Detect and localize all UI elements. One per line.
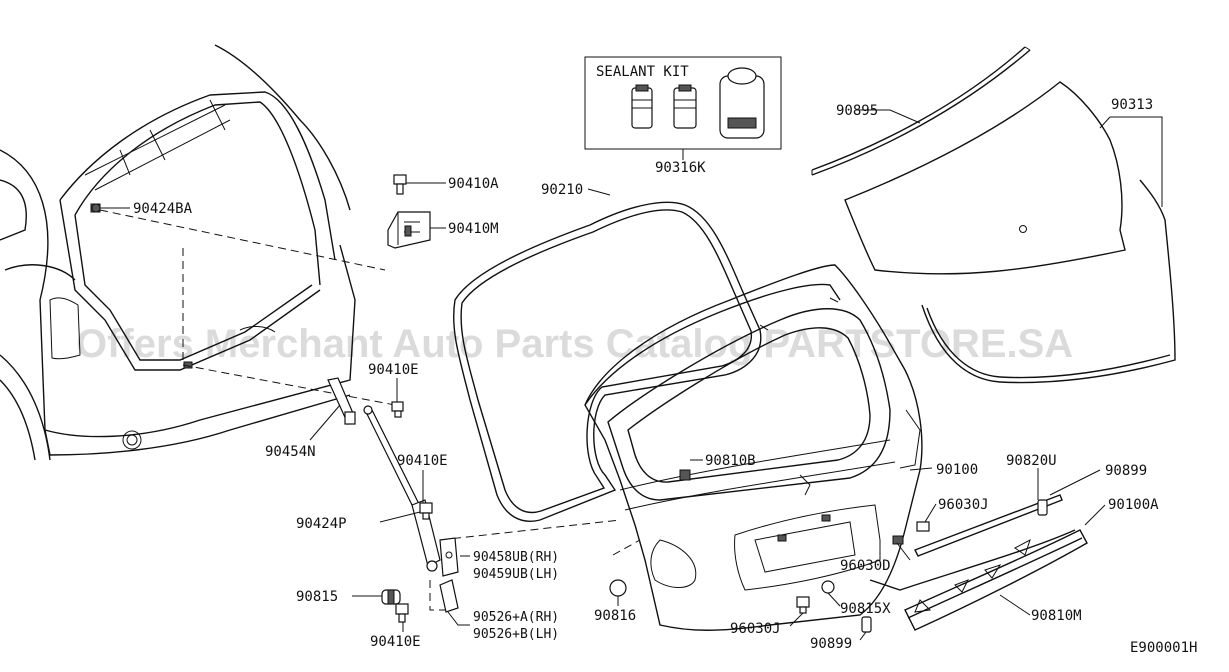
bolt-90410E-lower [395,603,409,623]
back-window-glass-90313 [844,81,1126,275]
sealant-cartridge-small-2 [673,84,697,129]
label-90526B: 90526+B(LH) [473,627,559,642]
label-90100A: 90100A [1108,497,1159,513]
stripe-90820U [914,494,1063,557]
bolt-90410E-upper [391,401,404,418]
label-90410E-middle: 90410E [397,453,448,469]
label-90810B: 90810B [705,453,756,469]
label-90410E-upper: 90410E [368,362,419,378]
bolt-90424BA [91,203,101,213]
bracket-90526 [439,579,459,613]
label-90410A: 90410A [448,176,499,192]
sealant-kit-box: SEALANT KIT [584,56,782,160]
callout-lines [100,109,1163,641]
plug-90816 [609,579,627,597]
dashed-leader-lines [99,209,641,611]
label-90899-lower: 90899 [810,636,852,652]
bolt-90410A [393,174,407,195]
label-90526A: 90526+A(RH) [473,610,559,625]
diagram-code: E900001H [1130,640,1197,656]
label-96030J-upper: 96030J [938,497,989,513]
label-96030D: 96030D [840,558,891,574]
label-90410M: 90410M [448,221,499,237]
stopper-90815 [381,589,401,605]
label-96030J-lower: 96030J [730,621,781,637]
label-90815: 90815 [296,589,338,605]
label-90458UB: 90458UB(RH) [473,550,559,565]
gas-strut-90424P [363,405,441,572]
sealant-cartridge-large [719,67,765,139]
label-90313: 90313 [1111,97,1153,113]
label-90899-upper: 90899 [1105,463,1147,479]
bracket-90454N [327,377,356,425]
nut-96030D [892,535,904,545]
label-90454N: 90454N [265,444,316,460]
label-90424BA: 90424BA [133,201,193,217]
hinge-90410M [387,211,431,249]
label-90100: 90100 [936,462,978,478]
finisher-90810M [869,529,1076,613]
bolt-96030J-lower [796,596,810,614]
dam-seal-90313 [921,179,1176,384]
label-90816: 90816 [594,608,636,624]
sealant-cartridge-small-1 [631,84,653,129]
label-90424P: 90424P [296,516,347,532]
clip-90899-lower [861,616,872,633]
bolt-96030J-upper [916,521,930,532]
label-90820U: 90820U [1006,453,1057,469]
back-door-90100 [584,264,923,631]
sealant-kit-title: SEALANT KIT [596,64,689,80]
label-90815X: 90815X [840,601,891,617]
part-labels: 90410A 90424BA 90410M 90210 90316K 90895… [133,97,1197,656]
label-90210: 90210 [541,182,583,198]
bracket-90458UB [439,537,459,577]
label-90895: 90895 [836,103,878,119]
molding-90895 [811,46,1031,176]
emblem-90815X [821,580,835,594]
label-90810M: 90810M [1031,608,1082,624]
bolt-90410E-middle [419,502,433,520]
weatherstrip-90210 [452,188,762,522]
clip-90899-upper [1037,499,1048,516]
garnish-90100A [904,529,1088,631]
label-90316K: 90316K [655,160,706,176]
label-90410E-lower: 90410E [370,634,421,650]
vehicle-rear-body [0,44,356,461]
label-90459UB: 90459UB(LH) [473,567,559,582]
watermark: Offers Merchant Auto Parts Catalog PARTS… [76,322,1073,366]
